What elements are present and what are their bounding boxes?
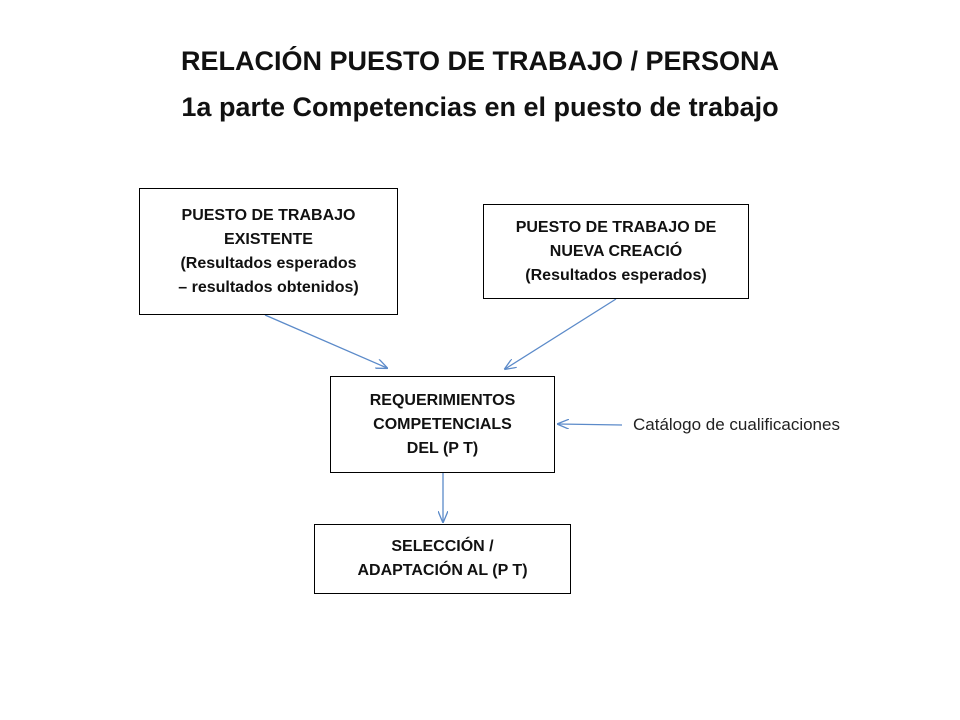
node-line: SELECCIÓN /: [391, 538, 494, 555]
node-line: PUESTO DE TRABAJO DE: [515, 218, 717, 236]
node-line: DEL (P T): [406, 439, 479, 457]
arrow-nueva-to-requerimientos: [505, 298, 617, 369]
node-line: ADAPTACIÓN AL (P T): [357, 562, 528, 579]
node-line: PUESTO DE TRABAJO: [181, 206, 356, 224]
arrow-existente-to-requerimientos: [264, 314, 387, 368]
node-line: (Resultados esperados: [180, 254, 357, 272]
node-line: NUEVA CREACIÓ: [549, 242, 683, 260]
catalogo-label: Catálogo de cualificaciones: [633, 415, 840, 434]
node-line: REQUERIMIENTOS: [369, 391, 516, 409]
node-seleccion-adaptacion: SELECCIÓN / ADAPTACIÓN AL (P T): [314, 524, 571, 594]
node-puesto-existente: PUESTO DE TRABAJO EXISTENTE (Resultados …: [139, 188, 398, 315]
diagram-title: RELACIÓN PUESTO DE TRABAJO / PERSONA: [180, 46, 780, 76]
node-line: EXISTENTE: [224, 230, 313, 248]
node-line: (Resultados esperados): [525, 266, 707, 284]
arrow-catalogo-to-requerimientos: [558, 424, 623, 425]
node-puesto-nueva-creacion: PUESTO DE TRABAJO DE NUEVA CREACIÓ (Resu…: [483, 204, 749, 299]
diagram-subtitle: 1a parte Competencias en el puesto de tr…: [181, 92, 779, 122]
node-requerimientos-competenciales: REQUERIMIENTOS COMPETENCIALS DEL (P T): [330, 376, 555, 473]
node-line: COMPETENCIALS: [373, 415, 512, 433]
node-line: – resultados obtenidos): [178, 278, 359, 296]
